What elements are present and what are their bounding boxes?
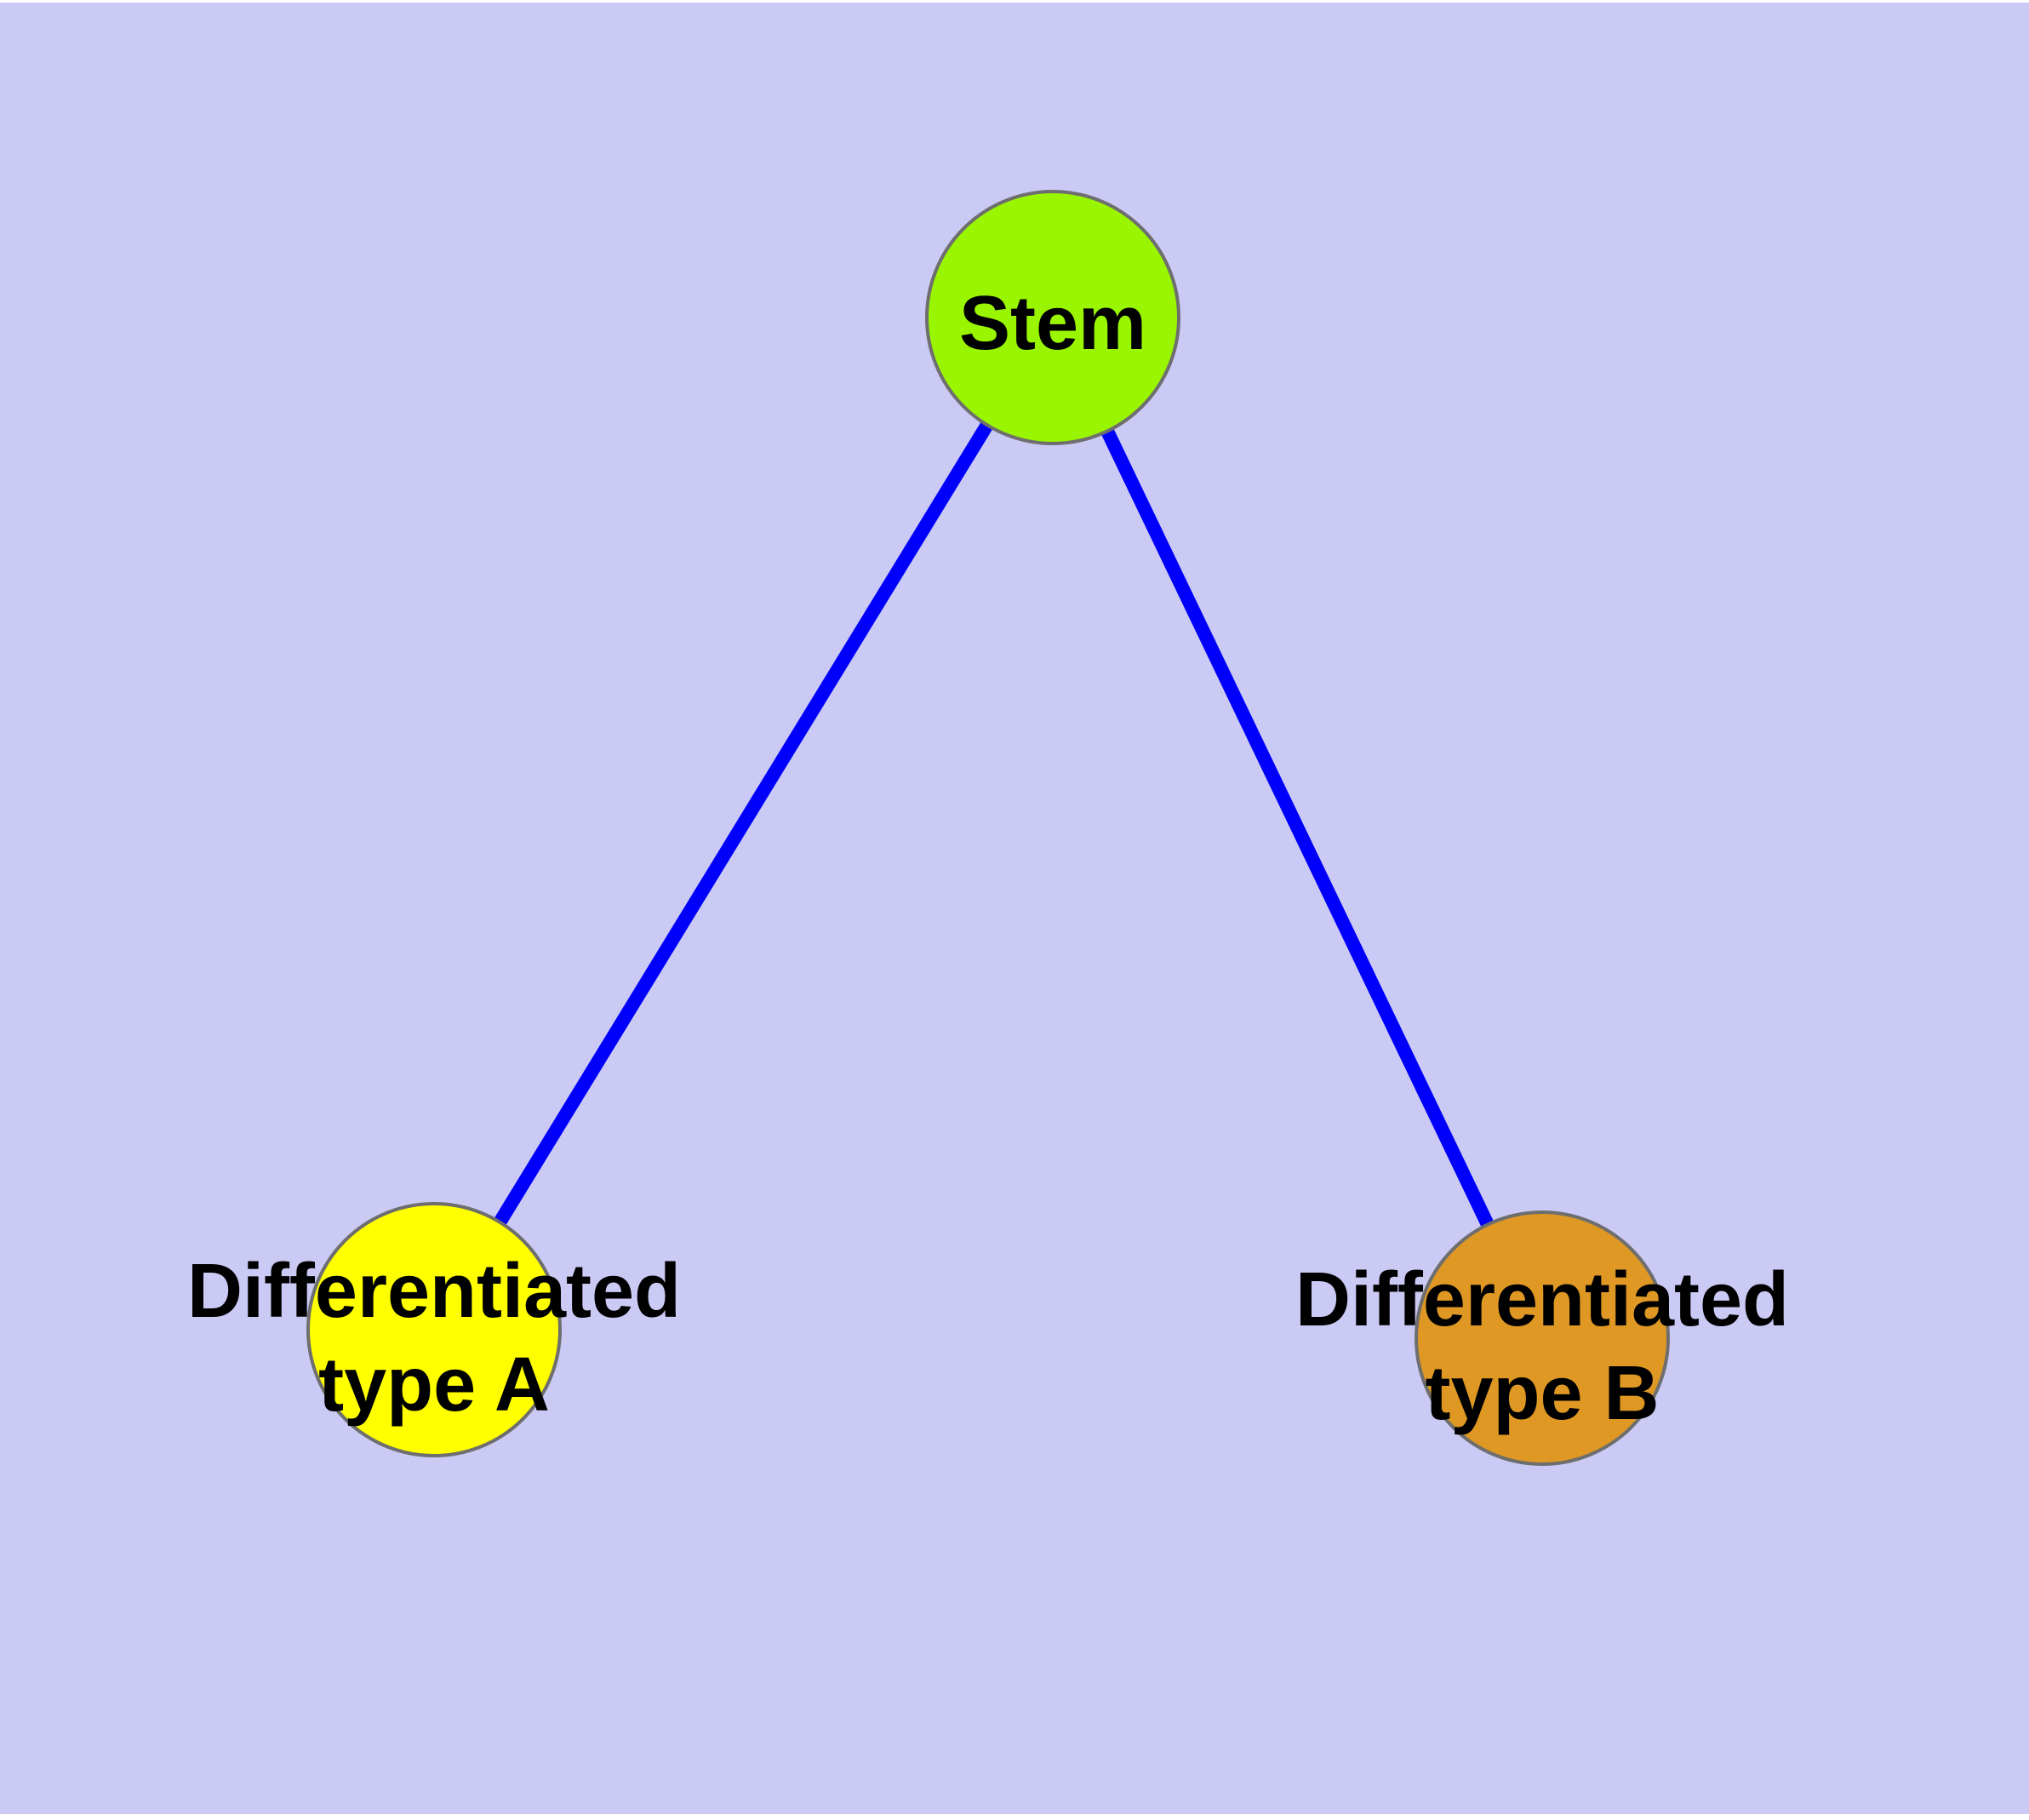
node-type-b-label-line1: Differentiated bbox=[1295, 1257, 1789, 1342]
edge-stem-to-type-b bbox=[1046, 314, 1549, 1342]
node-type-b-label-line2: type B bbox=[1425, 1351, 1659, 1436]
node-stem-label: Stem bbox=[959, 281, 1146, 366]
node-type-a-circle bbox=[306, 1202, 562, 1457]
node-type-a-label-line2: type A bbox=[318, 1342, 550, 1428]
node-type-b-circle bbox=[1415, 1210, 1670, 1466]
node-type-a-label-line1: Differentiated bbox=[187, 1249, 681, 1334]
node-stem-circle bbox=[925, 190, 1180, 445]
edge-stem-to-type-a bbox=[428, 313, 1059, 1334]
